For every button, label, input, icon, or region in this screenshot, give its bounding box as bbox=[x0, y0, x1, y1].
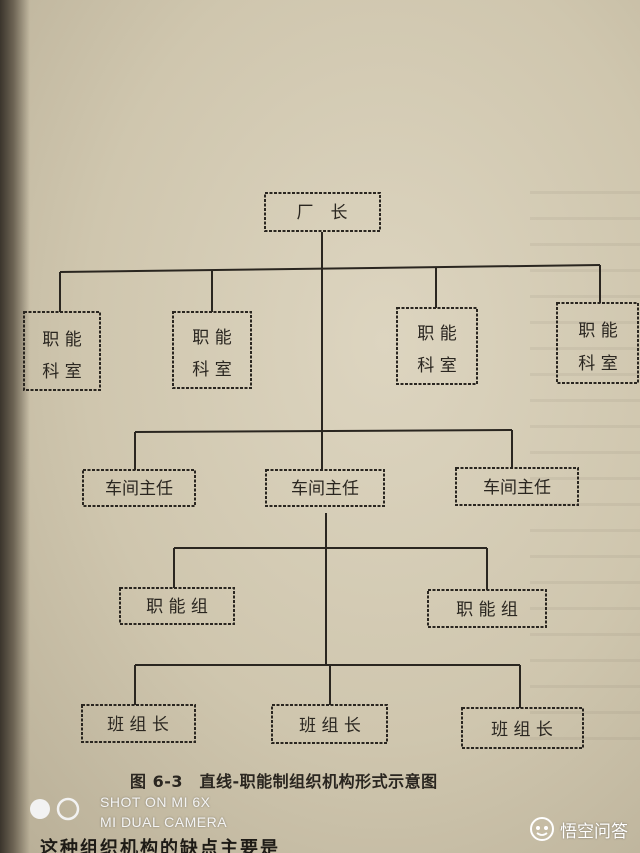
workshop-director-label: 车间主任 bbox=[105, 479, 173, 499]
team-leader-box: 班 组 长 bbox=[81, 704, 196, 743]
workshop-director-label: 车间主任 bbox=[483, 478, 551, 498]
bleed-through bbox=[530, 180, 640, 740]
director-box: 厂 长 bbox=[264, 192, 381, 232]
team-leader-box: 班 组 长 bbox=[461, 707, 584, 749]
connector-lines bbox=[59, 232, 601, 708]
team-leader-label: 班 组 长 bbox=[299, 716, 361, 736]
watermark-line1: SHOT ON MI 6X bbox=[100, 794, 211, 810]
camera-watermark-icon bbox=[30, 797, 80, 821]
watermark-line2: MI DUAL CAMERA bbox=[100, 814, 228, 830]
functional-office-line2: 科 室 bbox=[42, 362, 81, 382]
brand-watermark: 悟空问答 bbox=[529, 814, 628, 844]
figure-caption: 图 6-3 直线-职能制组织机构形式示意图 bbox=[130, 772, 438, 791]
workshop-director-label: 车间主任 bbox=[291, 479, 359, 499]
functional-office-box: 职 能 科 室 bbox=[23, 311, 101, 391]
page-edge-shadow bbox=[0, 0, 30, 853]
functional-office-line1: 职 能 bbox=[42, 330, 81, 350]
functional-group-box: 职 能 组 bbox=[119, 587, 235, 625]
team-leader-label: 班 组 长 bbox=[491, 720, 553, 740]
brand-name: 悟空问答 bbox=[560, 821, 628, 842]
functional-group-label: 职 能 组 bbox=[456, 600, 518, 620]
functional-office-line1: 职 能 bbox=[417, 324, 456, 344]
workshop-director-box: 车间主任 bbox=[82, 469, 196, 507]
wukong-icon bbox=[530, 817, 554, 841]
functional-group-box: 职 能 组 bbox=[427, 589, 547, 628]
functional-office-line2: 科 室 bbox=[578, 354, 617, 374]
workshop-director-box: 车间主任 bbox=[455, 467, 579, 506]
director-label: 厂 长 bbox=[297, 203, 348, 223]
camera-watermark: SHOT ON MI 6X MI DUAL CAMERA bbox=[100, 792, 260, 832]
functional-office-box: 职 能 科 室 bbox=[556, 302, 639, 384]
team-leader-label: 班 组 长 bbox=[107, 715, 169, 735]
functional-office-line2: 科 室 bbox=[417, 356, 456, 376]
team-leader-box: 班 组 长 bbox=[271, 704, 388, 744]
functional-office-box: 职 能 科 室 bbox=[172, 311, 252, 389]
functional-office-line1: 职 能 bbox=[578, 321, 617, 341]
functional-group-label: 职 能 组 bbox=[146, 597, 208, 617]
functional-office-line2: 科 室 bbox=[192, 360, 231, 380]
workshop-director-box: 车间主任 bbox=[265, 469, 385, 507]
functional-office-line1: 职 能 bbox=[192, 328, 231, 348]
functional-office-box: 职 能 科 室 bbox=[396, 307, 478, 385]
body-text-cutoff: 这种组织机构的缺点主要是 bbox=[40, 838, 280, 853]
